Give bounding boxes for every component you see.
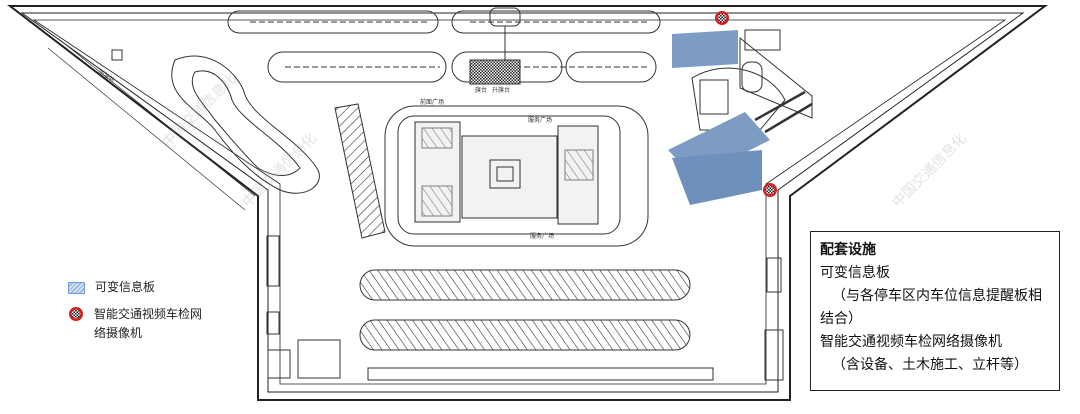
vms-board-upper [672,30,738,68]
legend-camera-label-line2: 络摄像机 [94,326,143,340]
facility-line: 可变信息板 [820,265,890,281]
left-hatched-lot [334,103,386,239]
facility-line: （含设备、土木施工、立杆等） [832,357,1028,373]
central-building [384,105,649,247]
vms-legend-icon [68,282,85,294]
left-driveway [47,39,320,211]
facility-line: 结合） [820,311,862,327]
flag-label: 旗台 [475,86,487,94]
right-side-structures [764,257,784,381]
facility-line: 智能交通视频车检网络摄像机 [820,334,1002,350]
facility-info-box: 配套设施 可变信息板 （与各停车区内车位信息提醒板相 结合） 智能交通视频车检网… [810,231,1060,391]
legend-camera-text: 智能交通视频车检网 络摄像机 [94,305,202,343]
variable-message-signs [668,30,770,205]
legend-vms: 可变信息板 [68,278,155,297]
gas-station [111,49,123,61]
flag-platform-label: 升旗台 [492,86,510,94]
plaza-main-label: 服务广场 [528,116,552,124]
vms-board-lower [672,150,762,205]
traffic-camera-top [715,11,729,25]
plaza-top-label: 前面广场 [420,98,444,106]
legend-camera-label-line1: 智能交通视频车检网 [94,307,203,321]
legend-camera: 智能交通视频车检网 络摄像机 [68,305,202,343]
right-building [691,29,813,134]
camera-legend-icon [69,307,83,321]
traffic-camera-right [763,183,777,197]
legend-vms-label: 可变信息板 [95,280,156,294]
site-boundary [7,5,1049,401]
facility-box-title: 配套设施 [820,242,876,258]
facility-line: （与各停车区内车位信息提醒板相 [832,288,1042,304]
top-parking-rows [227,10,661,83]
plaza-bottom-label: 服务广场 [530,232,554,240]
left-side-structures [266,235,341,379]
gas-station-label: 加油站 [97,67,116,84]
flag-plaza [469,7,521,85]
bottom-parking-rows [359,269,714,381]
